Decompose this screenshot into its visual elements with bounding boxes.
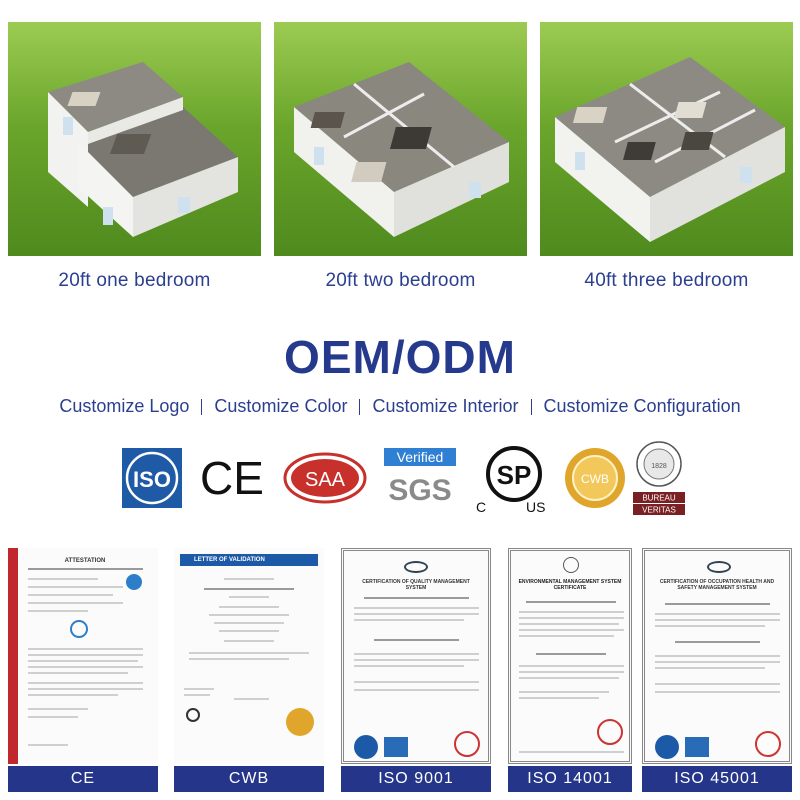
cwb-seal-text: CWB (581, 472, 609, 486)
divider (359, 398, 361, 415)
csa-us-text: US (526, 499, 545, 515)
certificate-image: LETTER OF VALIDATION (174, 548, 324, 764)
house-render-image (274, 22, 527, 256)
cwb-gold-seal-icon: CWB (560, 438, 630, 518)
customize-interior-option[interactable]: Customize Interior (372, 396, 519, 416)
customize-options: Customize Logo Customize Color Customize… (0, 396, 800, 417)
customize-logo-option[interactable]: Customize Logo (59, 396, 190, 416)
bv-year-text: 1828 (651, 463, 667, 470)
certificate-image: CERTIFICATION OF OCCUPATION HEALTH AND S… (642, 548, 792, 764)
certificate-iso-14001[interactable]: ENVIRONMENTAL MANAGEMENT SYSTEM CERTIFIC… (508, 548, 632, 792)
csa-logo-icon: SP C US (470, 438, 552, 518)
certificate-image: CERTIFICATION OF QUALITY MANAGEMENT SYST… (341, 548, 491, 764)
house-caption: 20ft one bedroom (58, 270, 211, 291)
customize-configuration-option[interactable]: Customize Configuration (543, 396, 741, 416)
divider (201, 398, 203, 415)
certificate-title: ATTESTATION (64, 558, 106, 564)
house-card-one-bedroom[interactable]: 20ft one bedroom (8, 22, 261, 292)
certificate-label: ISO 45001 (642, 766, 792, 792)
csa-c-text: C (476, 499, 486, 515)
csa-mark-text: SP (497, 460, 532, 490)
bureau-veritas-logo-icon: 1828 BUREAU VERITAS (630, 438, 688, 518)
certificate-title: LETTER OF VALIDATION (180, 554, 318, 566)
veritas-text: VERITAS (642, 506, 676, 515)
certificate-label: ISO 9001 (341, 766, 491, 792)
certificate-title: CERTIFICATION OF OCCUPATION HEALTH AND S… (659, 579, 775, 591)
house-render-image (8, 22, 261, 256)
house-card-three-bedroom[interactable]: 40ft three bedroom (540, 22, 793, 292)
certificate-title: ENVIRONMENTAL MANAGEMENT SYSTEM CERTIFIC… (518, 579, 622, 591)
certificate-label: CWB (174, 766, 324, 792)
certificate-label: ISO 14001 (508, 766, 632, 792)
certificate-label: CE (8, 766, 158, 792)
certificate-gallery: ATTESTATION CE (8, 548, 792, 792)
certificate-title: CERTIFICATION OF QUALITY MANAGEMENT SYST… (362, 579, 470, 591)
iso-logo-icon: ISO (118, 438, 186, 518)
ce-mark-icon: CE (196, 438, 268, 518)
saa-logo-text: SAA (305, 469, 346, 491)
house-caption: 20ft two bedroom (325, 270, 476, 291)
certificate-iso-9001[interactable]: CERTIFICATION OF QUALITY MANAGEMENT SYST… (341, 548, 491, 792)
certificate-image: ENVIRONMENTAL MANAGEMENT SYSTEM CERTIFIC… (508, 548, 632, 764)
divider (530, 398, 532, 415)
certification-logos: ISO CE SAA Verified SGS (118, 438, 688, 518)
house-gallery: 20ft one bedroom 20ft two bedroom (8, 22, 793, 302)
sgs-text: SGS (388, 474, 451, 507)
bureau-text: BUREAU (642, 494, 676, 503)
saa-logo-icon: SAA (280, 438, 370, 518)
oem-odm-headline: OEM/ODM (284, 331, 516, 383)
certificate-ce[interactable]: ATTESTATION CE (8, 548, 158, 792)
verified-text: Verified (397, 449, 444, 465)
house-render-image (540, 22, 793, 256)
house-card-two-bedroom[interactable]: 20ft two bedroom (274, 22, 527, 292)
iso-logo-text: ISO (133, 467, 171, 492)
sgs-verified-logo-icon: Verified SGS (380, 438, 460, 518)
customize-color-option[interactable]: Customize Color (214, 396, 348, 416)
certificate-iso-45001[interactable]: CERTIFICATION OF OCCUPATION HEALTH AND S… (642, 548, 792, 792)
ce-mark-text: CE (200, 452, 264, 504)
certificate-cwb[interactable]: LETTER OF VALIDATION CWB (174, 548, 324, 792)
house-caption: 40ft three bedroom (584, 270, 749, 291)
certificate-image: ATTESTATION (8, 548, 158, 764)
